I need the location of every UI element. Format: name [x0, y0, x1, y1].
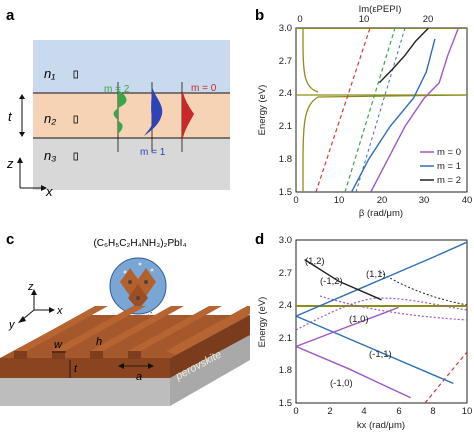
- b-xlabel: β (rad/μm): [359, 208, 403, 219]
- layer-middle: [33, 93, 230, 138]
- crystal-structure: [120, 262, 156, 310]
- d-ytick-1.8: 1.8: [279, 365, 292, 376]
- series-b: [350, 28, 460, 192]
- light-line-air: [315, 28, 371, 192]
- d-xtick-0: 0: [293, 406, 298, 417]
- c-axis-z: z: [27, 281, 34, 293]
- mode-m2-profile: [113, 90, 127, 134]
- mode-m0-profile: [182, 88, 194, 142]
- d-ytick-1.5: 1.5: [279, 398, 292, 409]
- layer-bottom: [33, 138, 230, 190]
- top-tick-10: 10: [359, 14, 370, 25]
- layer-n1-label: n₁: [44, 66, 55, 81]
- legend-m2: m = 2: [437, 175, 461, 186]
- d-xtick-4: 4: [361, 406, 366, 417]
- b-ytick-3.0: 3.0: [279, 23, 292, 34]
- order-m1-1: (-1,1): [369, 349, 392, 360]
- series-line-d--1-1-: [296, 306, 399, 348]
- panel-d: d 0 2 4 6 8 10 kx (rad/μm) 1.5 1.8 2.1 2…: [255, 231, 472, 431]
- panel-c-label: c: [6, 231, 14, 248]
- d-xtick-10: 10: [462, 406, 473, 417]
- thickness-label: t: [8, 109, 13, 124]
- layer-n3-label: n₃: [44, 148, 56, 163]
- layer-top: [33, 40, 230, 93]
- grating-ridges: [14, 306, 250, 359]
- marker-bottom: [73, 152, 78, 161]
- label-t: t: [74, 363, 78, 375]
- d-xlabel: kx (rad/μm): [357, 420, 405, 431]
- order-1-1: (1,1): [366, 269, 386, 280]
- d-ylabel: Energy (eV): [257, 297, 268, 348]
- legend-m0: m = 0: [437, 147, 461, 158]
- series-line-d--1-1-: [296, 315, 454, 385]
- label-h: h: [96, 336, 102, 348]
- d-ytick-3.0: 3.0: [279, 235, 292, 246]
- plot-d-frame: [295, 239, 468, 404]
- series-d: [296, 241, 467, 399]
- b-ylabel: Energy (eV): [257, 85, 268, 136]
- series-line-b-m-0: [370, 28, 460, 192]
- axis-z-label: z: [6, 156, 14, 171]
- d-xtick-2: 2: [327, 406, 332, 417]
- b-ytick-2.4: 2.4: [279, 88, 292, 99]
- chemical-formula: (C₆H₅C₂H₄NH₃)₂PbI₄: [93, 238, 186, 249]
- marker-top: [73, 70, 78, 79]
- panel-a: a n₁ n₂ n₃ t z x m = 2 m = 1 m = 0: [6, 7, 230, 199]
- order-1-0: (1,0): [349, 314, 369, 325]
- b-ytick-1.8: 1.8: [279, 154, 292, 165]
- mode-m0-label: m = 0: [191, 83, 217, 94]
- series-line-b-m-1: [350, 38, 436, 192]
- d-ytick-2.7: 2.7: [279, 268, 292, 279]
- b-xtick-10: 10: [334, 195, 345, 206]
- b-xtick-20: 20: [377, 195, 388, 206]
- order-1-2: (1,2): [305, 256, 325, 267]
- mode-m2-label: m = 2: [104, 84, 130, 95]
- d-light-line: [424, 351, 467, 403]
- b-ytick-1.5: 1.5: [279, 187, 292, 198]
- series-line-b-m-2: [378, 28, 430, 84]
- panel-c: c (C₆H₅C₂H₄NH₃)₂PbI₄: [0, 231, 250, 406]
- label-a: a: [136, 371, 142, 383]
- series-line-d--1-0-: [296, 345, 411, 399]
- order-m1-0: (-1,0): [330, 378, 353, 389]
- d-ytick-2.1: 2.1: [279, 333, 292, 344]
- b-xtick-0: 0: [293, 195, 298, 206]
- light-line-core: [355, 28, 406, 192]
- mode-m1-profile: [144, 86, 163, 136]
- panel-b: b Im(εPEPI) 0 10 20 0 10 20 30 40 β (rad…: [255, 4, 472, 219]
- d-xtick-8: 8: [430, 406, 435, 417]
- top-tick-0: 0: [297, 14, 302, 25]
- top-tick-20: 20: [423, 14, 434, 25]
- legend-m1: m = 1: [437, 161, 461, 172]
- layer-n2-label: n₂: [44, 111, 56, 126]
- order-m1-2: (-1,2): [320, 276, 343, 287]
- c-axis-x: x: [56, 305, 63, 317]
- light-line-substrate: [344, 28, 396, 192]
- marker-middle: [73, 115, 78, 124]
- series-line-d--1-2-: [304, 259, 382, 301]
- panel-d-label: d: [255, 231, 264, 248]
- b-xtick-40: 40: [462, 195, 473, 206]
- series-line-d--1-0-: [296, 241, 467, 317]
- label-w: w: [54, 339, 63, 351]
- c-axis-y: y: [8, 319, 16, 331]
- panel-a-label: a: [6, 7, 15, 24]
- mode-m1-label: m = 1: [140, 147, 166, 158]
- d-xtick-6: 6: [396, 406, 401, 417]
- d-ytick-2.4: 2.4: [279, 300, 292, 311]
- b-ytick-2.7: 2.7: [279, 56, 292, 67]
- absorption-curve: [302, 28, 467, 192]
- b-xtick-30: 30: [419, 195, 430, 206]
- top-axis-label: Im(εPEPI): [359, 4, 402, 15]
- axis-x-label: x: [45, 184, 53, 199]
- b-ytick-2.1: 2.1: [279, 121, 292, 132]
- panel-b-label: b: [255, 7, 264, 24]
